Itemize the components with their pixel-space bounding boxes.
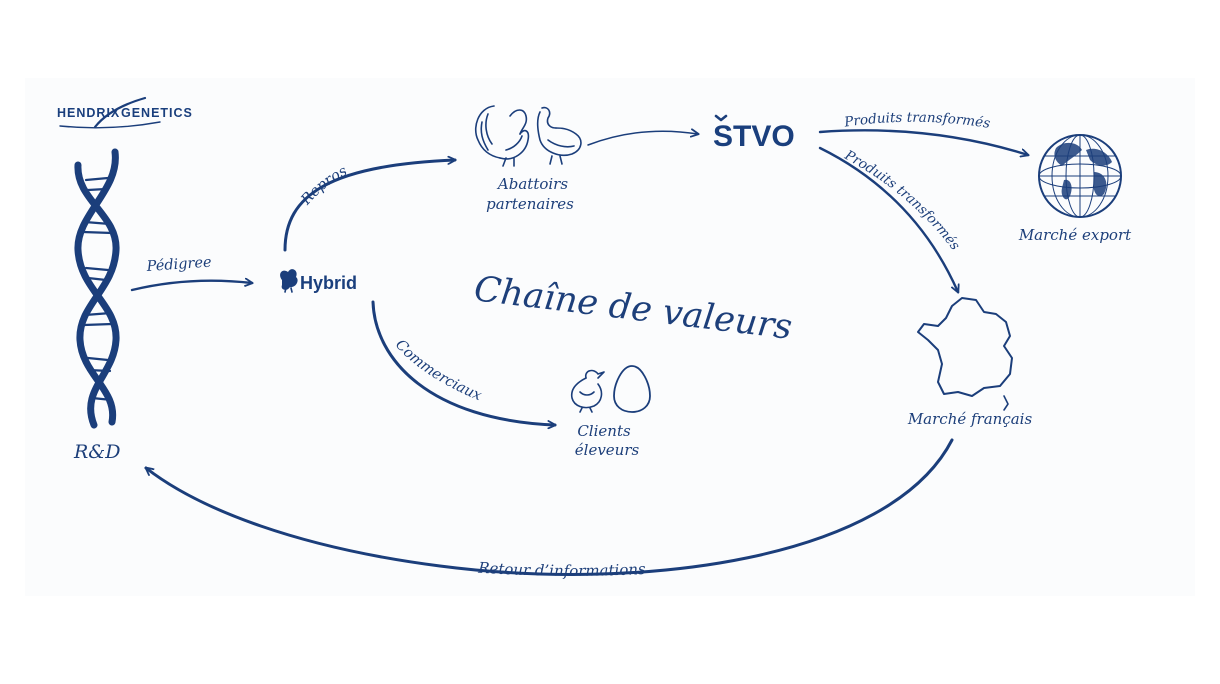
chick-icon — [570, 369, 605, 413]
edge-label-retour: Retour d’informations — [477, 559, 647, 580]
france-label: Marché français — [907, 410, 1033, 428]
hybrid-label: Hybrid — [300, 273, 357, 293]
france-map-icon — [917, 297, 1013, 411]
edge-label-repros: Repros — [298, 163, 350, 209]
arrow-commerciaux — [371, 300, 555, 425]
hendrix-genetics-logo: HENDRIX GENETICS — [57, 96, 193, 129]
abattoirs-label-line2: partenaires — [486, 195, 574, 213]
egg-icon — [613, 365, 651, 413]
clients-label-line2: éleveurs — [575, 441, 640, 459]
clients-label-line1: Clients — [577, 422, 631, 440]
stvo-label: STVO — [713, 120, 795, 153]
edge-label-pedigree: Pédigree — [145, 254, 212, 275]
edge-label-commerciaux: Commerciaux — [392, 337, 484, 404]
logo-genetics-text: GENETICS — [121, 106, 193, 120]
arrow-produits-france — [818, 146, 958, 292]
logo-swoosh-icon — [93, 96, 147, 129]
logo-hendrix-text: HENDRIX — [57, 106, 120, 120]
edge-label-produits-france: Produits transformés — [841, 147, 963, 254]
edge-label-produits-export: Produits transformés — [842, 110, 991, 132]
turkey-icon — [474, 105, 530, 167]
logo-underline-icon — [59, 121, 161, 129]
arrow-produits-export — [818, 129, 1028, 155]
arrow-pedigree — [130, 281, 252, 292]
rd-label: R&D — [73, 441, 120, 463]
arrow-abattoirs-stvo — [587, 131, 698, 146]
stvo-logo: STVO — [713, 114, 795, 153]
arrow-repros — [283, 160, 455, 252]
diagram-title: Chaîne de valeurs — [472, 269, 794, 348]
globe-icon — [1038, 134, 1122, 218]
abattoirs-label-line1: Abattoirs — [496, 175, 568, 193]
arrow-retour-informations — [144, 438, 954, 576]
hybrid-turkey-icon — [280, 269, 298, 293]
guinea-fowl-icon — [536, 106, 582, 165]
export-label: Marché export — [1018, 226, 1132, 244]
dna-helix-icon — [74, 148, 120, 429]
